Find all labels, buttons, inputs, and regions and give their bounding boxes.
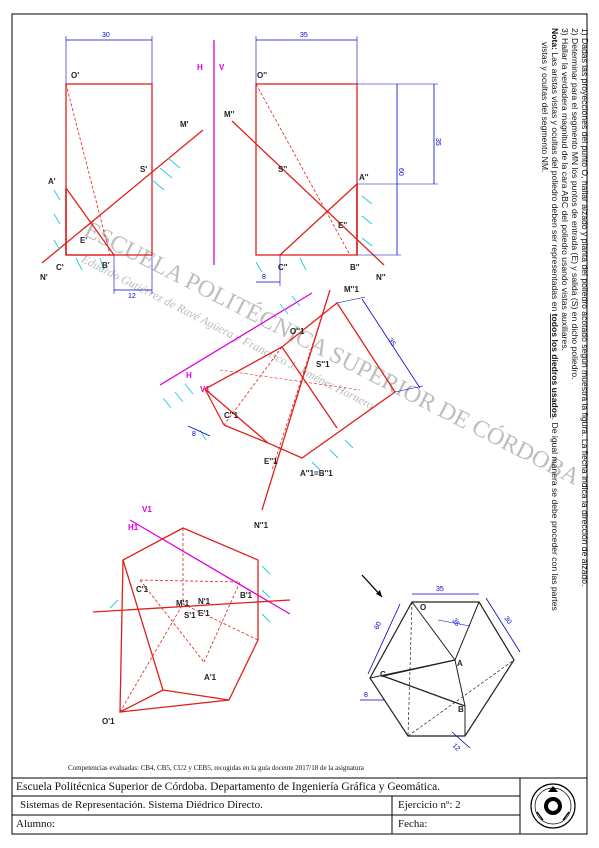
label-m1: M' [180,120,189,129]
iso-dim-8: 8 [364,692,368,699]
label-a1: A' [48,177,56,186]
instruction-note: Nota: Las aristas vistas y ocultas del p… [550,28,560,611]
iso-dim-35b: 35 [450,617,460,627]
plan-face-abc [65,187,115,256]
iso-label-c: C [380,670,386,679]
dim-12: 12 [128,293,136,300]
label-s11: S'1 [184,611,196,620]
exercise-number: Ejercicio nº: 2 [398,799,461,811]
dim-8-aux: 8 [192,431,196,438]
iso-dim-30: 30 [502,615,512,625]
label-o1: O' [71,71,79,80]
plan-hatching [53,157,181,271]
label-ab21: A''1=B''1 [300,469,333,478]
view-auxiliary-2: V1 H1 C'1 B'1 M'1 N'1 E'1 S'1 A'1 O'1 [92,505,291,726]
label-o11: O'1 [102,717,115,726]
label-o21: O''1 [290,327,305,336]
dim-8: 8 [262,274,266,281]
elev-hatching [255,195,373,273]
elev-hidden-edge [255,83,351,256]
view-elevation: 35 35 60 8 O'' A'' S'' E'' C'' B'' N'' M… [224,32,441,286]
view-plan: H V 30 12 O' A' S' E' C' B' N' M' [40,32,225,300]
dim-35: 35 [300,32,308,39]
instruction-2: 2) Determinar para el segmento MN los pu… [570,28,580,380]
label-e11: E'1 [198,609,210,618]
ground-line-h-v1 [159,292,313,386]
elev-face-abc [279,183,358,256]
instruction-5: vistas y ocultas del segmento NM. [540,42,550,172]
label-a2: A'' [359,173,369,182]
elev-prism-outline [255,83,358,256]
aux2-segment-mn [92,599,291,613]
label-aux2-h1: H1 [128,523,139,532]
label-n21: N''1 [254,521,269,530]
competencias-text: Competencias evaluadas: CB4, CB5, CU2 y … [68,764,365,772]
aux2-prism-outline [119,527,259,713]
label-b2: B'' [350,263,360,272]
label-h: H [197,63,203,72]
instruction-3: 3) Hallar la verdadera magnitud de la ca… [560,28,570,351]
plan-segment-hidden [84,171,153,229]
instructions: 1) Dadas las proyecciones del punto O, h… [540,28,590,611]
watermark-line-2: Eduardo Gutiérrez de Ravé Agüera y Franc… [78,251,376,412]
plan-segment-mn [41,129,204,264]
label-c21: C''1 [224,411,239,420]
iso-dim-60: 60 [373,621,383,631]
student-field[interactable]: Alumno: [16,818,56,830]
aux1-segment-mn [261,289,331,511]
view-isometric: 35 30 35 60 8 12 O A B C [360,574,521,753]
dim-35-vertical: 35 [434,138,441,146]
label-s2: S'' [278,165,287,174]
university-seal [530,783,576,829]
label-c1: C' [56,263,64,272]
note-label: Nota: [550,28,560,50]
label-c11: C'1 [136,585,149,594]
iso-dim-12: 12 [451,742,462,753]
label-b1: B' [102,261,110,270]
label-s21: S''1 [316,360,330,369]
dim-60: 60 [397,168,404,176]
view-auxiliary-1: H V1 35 8 O''1 M''1 S''1 C''1 E''1 A''1=… [159,285,424,530]
label-v: V [219,63,225,72]
note-text: Las aristas vistas y ocultas del poliedr… [550,50,560,314]
label-m21: M''1 [344,285,359,294]
iso-dim-35: 35 [436,586,444,593]
aux2-hatching [109,565,271,623]
label-e2: E'' [338,221,347,230]
label-e21: E''1 [264,457,278,466]
note-text-2: . De igual manera se debe proceder con l… [550,418,560,611]
ground-line-v1-h1 [129,519,291,615]
arrow-head-icon [376,590,382,597]
label-aux-h: H [186,371,192,380]
label-o2: O'' [257,71,267,80]
label-n2: N'' [376,273,386,282]
sheet-frame [11,13,588,835]
iso-label-o: O [420,603,426,612]
label-m11: M'1 [176,599,190,608]
note-bold: todos los diedros usados [550,314,560,418]
label-m2: M'' [224,110,235,119]
aux1-hatching [162,295,354,471]
iso-label-b: B [458,705,464,714]
label-aux2-v1: V1 [142,505,152,514]
label-s1: S' [140,165,147,174]
plan-hidden-edge [65,83,111,256]
iso-label-a: A [457,659,463,668]
label-n11: N'1 [198,597,211,606]
school-name: Escuela Politécnica Superior de Córdoba.… [16,781,441,793]
subject-name: Sistemas de Representación. Sistema Diéd… [20,799,263,811]
label-a11: A'1 [204,673,217,682]
watermark-line-1: ESCUELA POLITÉCNICA SUPERIOR DE CÓRDOBA [80,216,585,491]
title-block [12,777,587,834]
label-n1: N' [40,273,48,282]
label-e1: E' [80,236,87,245]
label-b11: B'1 [240,591,253,600]
instruction-1: 1) Dadas las proyecciones del punto O, h… [580,28,590,586]
date-field[interactable]: Fecha: [398,818,428,830]
dim-35-aux: 35 [386,337,396,347]
dim-30: 30 [102,32,110,39]
label-c2: C'' [278,263,288,272]
